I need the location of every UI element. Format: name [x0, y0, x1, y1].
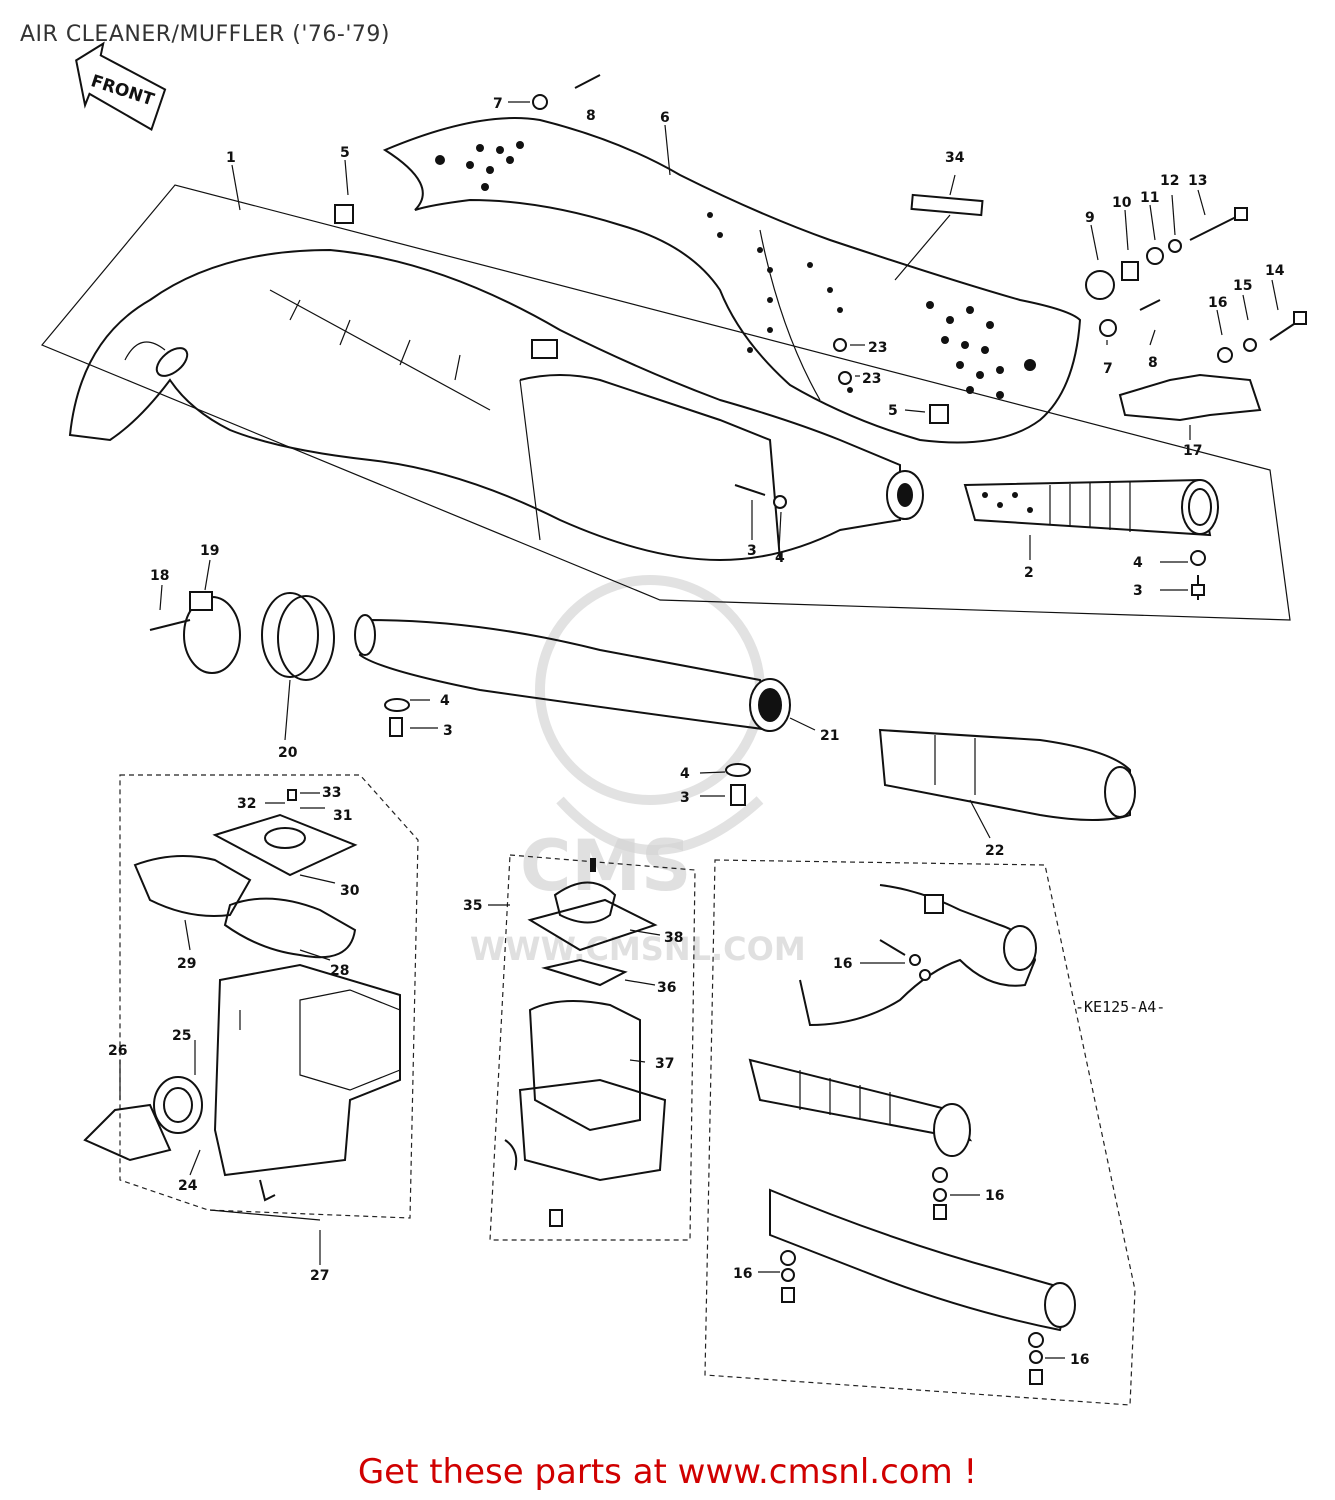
air-filter-parts — [133, 789, 358, 959]
footer-link-text[interactable]: Get these parts at www.cmsnl.com ! — [357, 1452, 978, 1492]
callout-23a: 23 — [868, 340, 887, 356]
muffler-assembly-outline — [41, 184, 1291, 621]
callout-7b: 7 — [1103, 361, 1113, 377]
callout-4c: 4 — [440, 693, 450, 709]
leader-lines — [119, 101, 1279, 1359]
callout-3b: 3 — [1133, 583, 1143, 599]
callout-28: 28 — [330, 963, 349, 979]
callout-36: 36 — [657, 980, 676, 996]
callout-12: 12 — [1160, 173, 1179, 189]
callout-labels: 1 2 3 4 5 6 7 8 9 10 11 12 13 14 15 16 1… — [108, 96, 1285, 1368]
callout-29: 29 — [177, 956, 196, 972]
callout-3d: 3 — [680, 790, 690, 806]
callout-10: 10 — [1112, 195, 1132, 211]
callout-13: 13 — [1188, 173, 1207, 189]
air-cleaner-variant — [504, 858, 667, 1227]
callout-14: 14 — [1265, 263, 1285, 279]
callout-21: 21 — [820, 728, 839, 744]
heat-shield — [382, 117, 1082, 444]
callout-37: 37 — [655, 1056, 674, 1072]
exhaust-pipe — [354, 614, 791, 732]
bracket — [1118, 373, 1262, 422]
callout-4: 4 — [775, 550, 785, 566]
callout-8b: 8 — [1148, 355, 1158, 371]
callout-18: 18 — [150, 568, 169, 584]
callout-34: 34 — [945, 150, 965, 166]
callout-3c: 3 — [443, 723, 453, 739]
alt-muffler-parts — [748, 884, 1076, 1385]
callout-6: 6 — [660, 110, 670, 126]
diagram-title: AIR CLEANER/MUFFLER ('76-'79) — [20, 22, 390, 47]
callout-5b: 5 — [888, 403, 898, 419]
callout-15: 15 — [1233, 278, 1252, 294]
callout-24: 24 — [178, 1178, 198, 1194]
callout-30: 30 — [340, 883, 360, 899]
drawing-code: -KE125-A4- — [1075, 998, 1165, 1016]
silencer-insert — [963, 478, 1219, 537]
callout-38: 38 — [664, 930, 683, 946]
muffler-body — [68, 248, 924, 562]
callout-16c: 16 — [985, 1188, 1004, 1204]
callout-16e: 16 — [1070, 1352, 1089, 1368]
callout-4d: 4 — [680, 766, 690, 782]
air-cleaner-box — [83, 963, 401, 1202]
clamp-and-sleeve — [149, 591, 335, 681]
callout-31: 31 — [333, 808, 352, 824]
callout-27: 27 — [310, 1268, 329, 1284]
callout-35: 35 — [463, 898, 482, 914]
air-cleaner-assembly-outline — [119, 774, 419, 1219]
callout-16: 16 — [1208, 295, 1227, 311]
callout-9: 9 — [1085, 210, 1095, 226]
callout-3: 3 — [747, 543, 757, 559]
front-arrow-icon: FRONT — [75, 41, 167, 131]
callout-17: 17 — [1183, 443, 1202, 459]
callout-19: 19 — [200, 543, 219, 559]
callout-26: 26 — [108, 1043, 127, 1059]
callout-20: 20 — [278, 745, 298, 761]
callout-2: 2 — [1024, 565, 1034, 581]
watermark-logo-text: CMS — [520, 825, 691, 907]
callout-32: 32 — [237, 796, 256, 812]
callout-16d: 16 — [733, 1266, 752, 1282]
callout-33: 33 — [322, 785, 341, 801]
alt-muffler-outline — [704, 859, 1136, 1406]
fasteners-middle — [384, 698, 751, 806]
callout-23b: 23 — [862, 371, 881, 387]
callout-16b: 16 — [833, 956, 852, 972]
watermark: CMS WWW.CMSNL.COM — [470, 575, 806, 968]
watermark-url-text: WWW.CMSNL.COM — [470, 930, 806, 968]
silencer-22 — [878, 728, 1136, 821]
fasteners-upper — [334, 74, 1307, 600]
callout-11: 11 — [1140, 190, 1159, 206]
callout-7: 7 — [493, 96, 503, 112]
callout-22: 22 — [985, 843, 1004, 859]
air-cleaner-variant-outline — [489, 854, 696, 1241]
callout-25: 25 — [172, 1028, 191, 1044]
parts-diagram: CMS WWW.CMSNL.COM FRONT — [41, 41, 1307, 1406]
callout-1: 1 — [226, 150, 236, 166]
callout-4b: 4 — [1133, 555, 1143, 571]
callout-5: 5 — [340, 145, 350, 161]
callout-8: 8 — [586, 108, 596, 124]
